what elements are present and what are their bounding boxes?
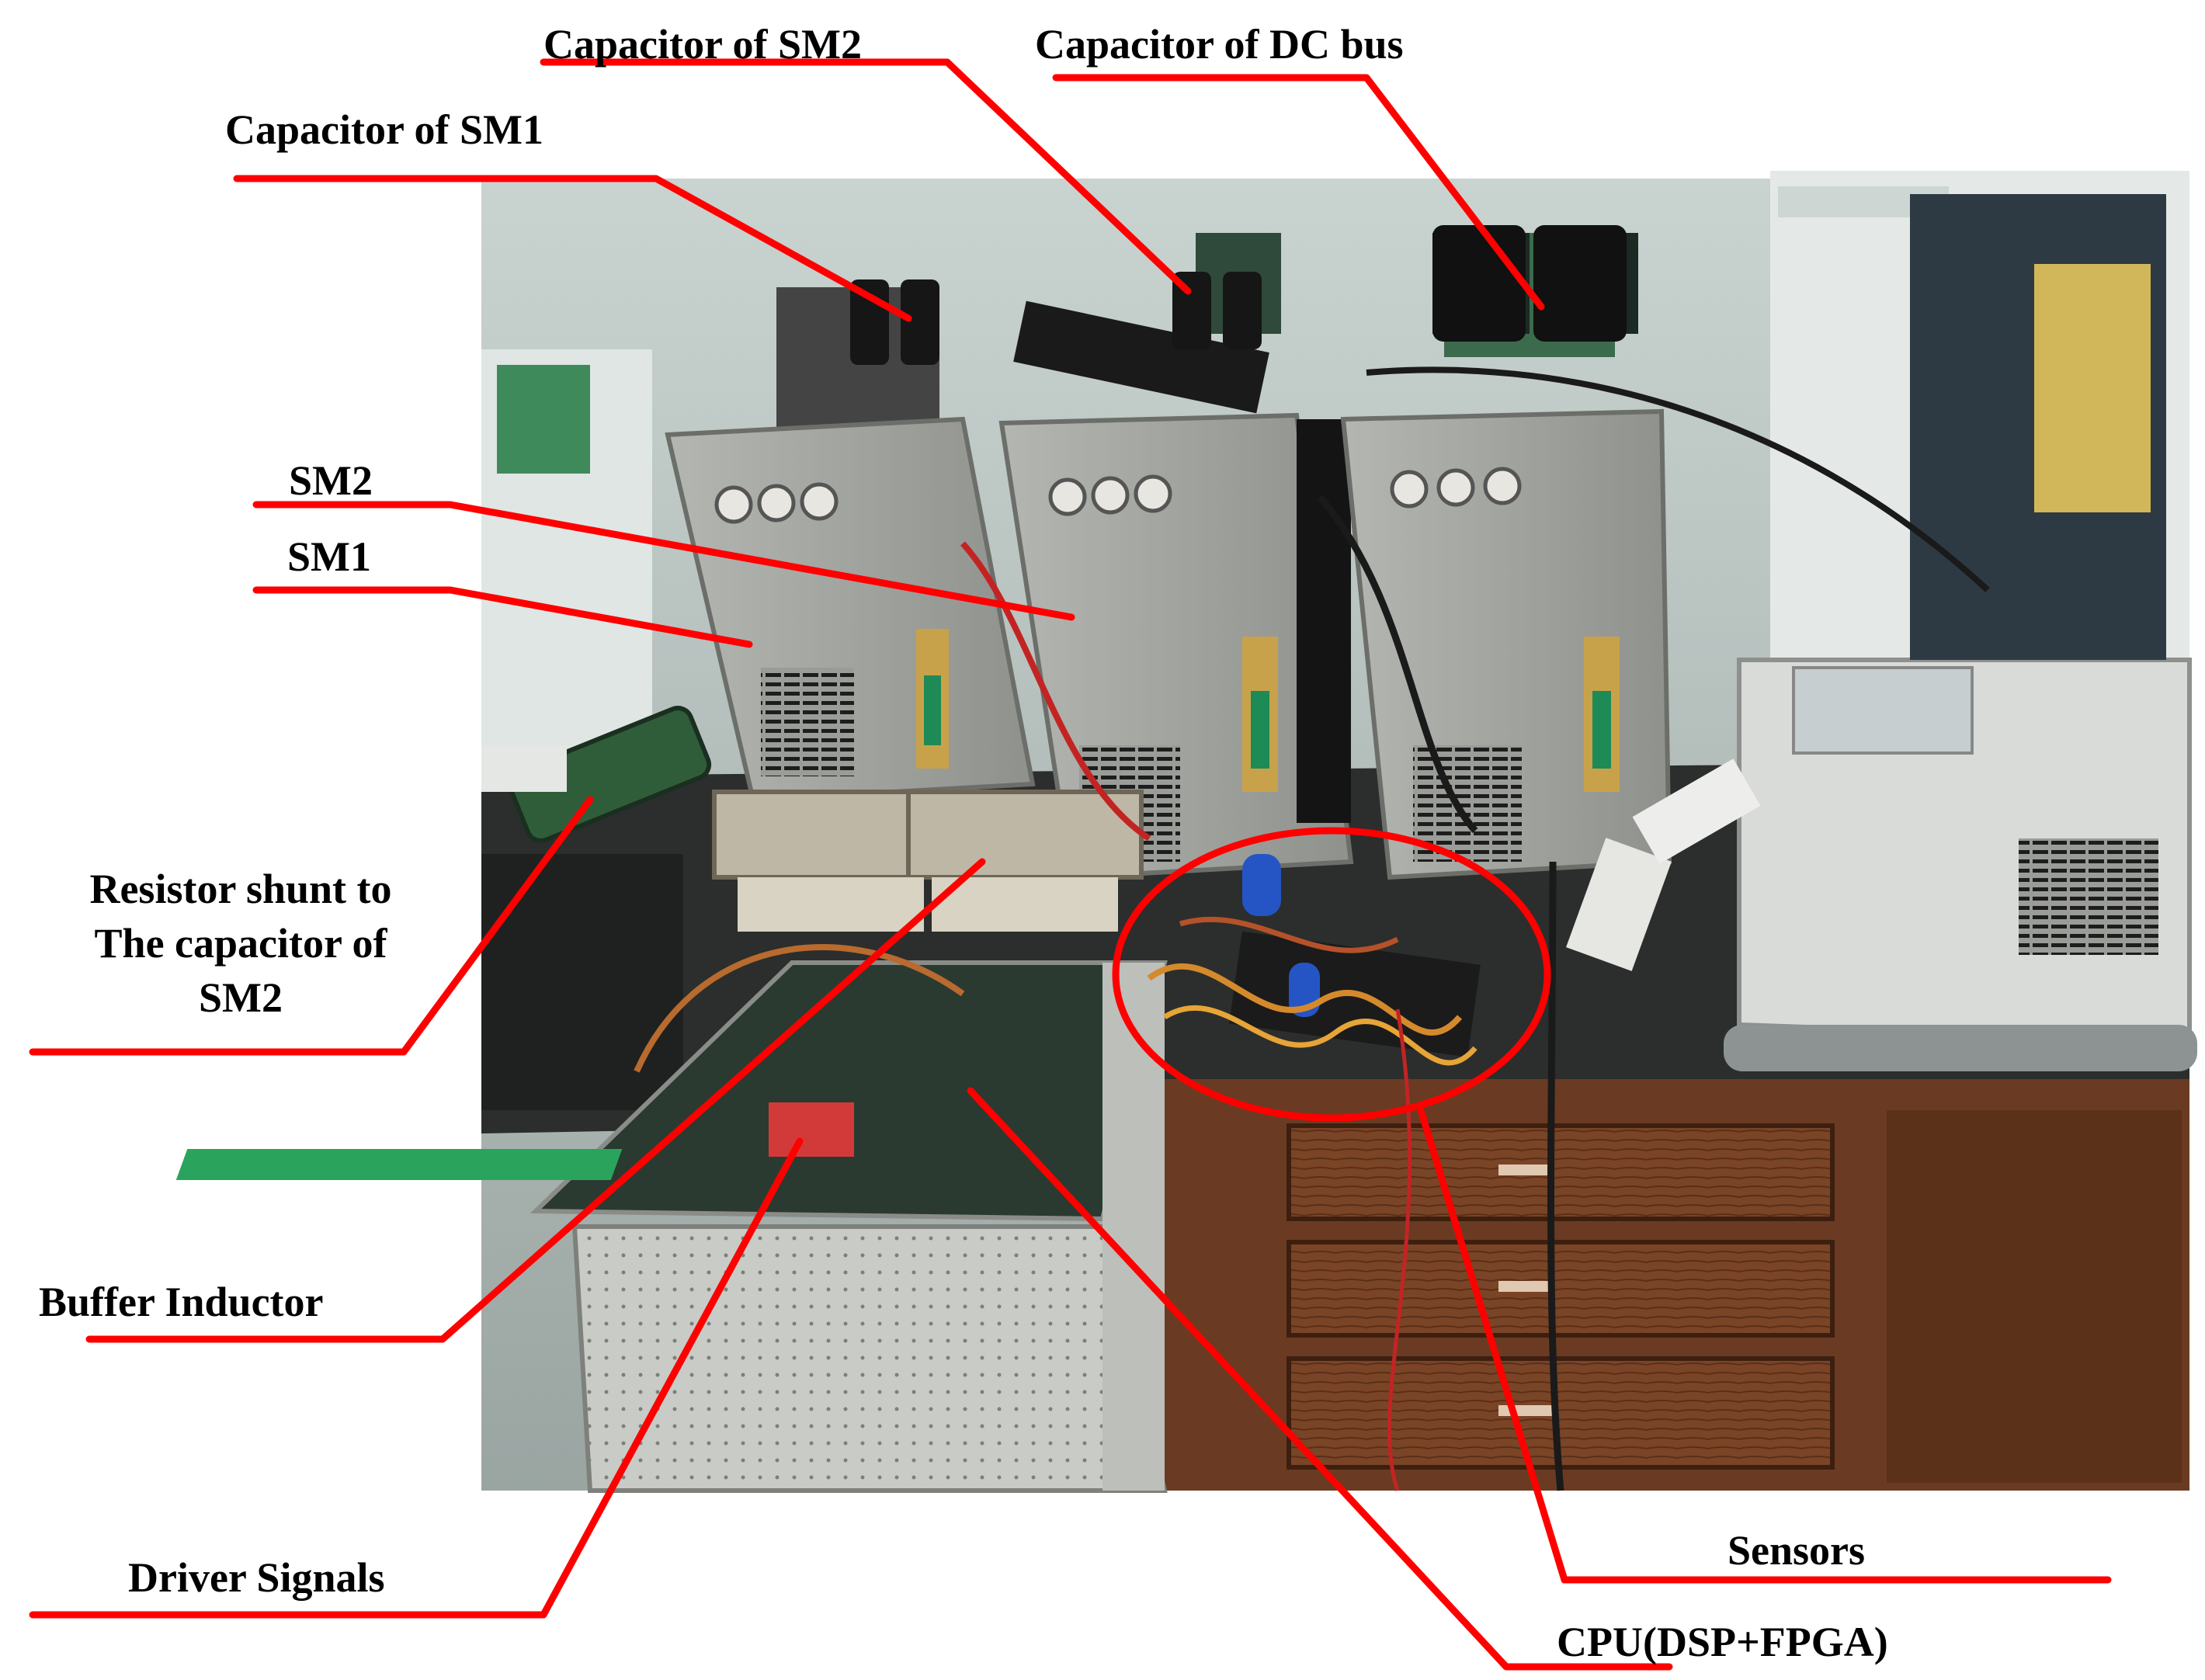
leader-sensors (1417, 1106, 2112, 1584)
label-resistor-shunt: Resistor shunt to The capacitor of SM2 (27, 862, 454, 1025)
buffer-inductor-cores (712, 790, 1144, 932)
capacitor-cans (850, 225, 1627, 365)
label-resistor-line-2: The capacitor of (94, 920, 387, 967)
leader-buffer-inductor (85, 858, 986, 1343)
leader-driver-signals (29, 1137, 804, 1619)
label-capacitor-sm2: Capacitor of SM2 (543, 21, 862, 68)
label-resistor-line-3: SM2 (199, 974, 283, 1021)
label-buffer-inductor: Buffer Inductor (39, 1279, 324, 1325)
leader-capacitor-dc-bus (1052, 74, 1545, 311)
controller-rack (175, 960, 1168, 1493)
leader-sm2 (252, 501, 1075, 621)
label-driver-signals: Driver Signals (128, 1554, 385, 1601)
leader-sm1 (252, 586, 753, 648)
label-capacitor-dc-bus: Capacitor of DC bus (1035, 21, 1404, 68)
label-resistor-line-1: Resistor shunt to (89, 866, 392, 912)
leader-resistor (29, 796, 594, 1056)
oscilloscope (1724, 194, 2197, 1071)
leader-capacitor-sm1 (233, 175, 912, 322)
leader-capacitor-sm2 (540, 58, 1192, 295)
label-sensors: Sensors (1728, 1527, 1866, 1574)
leader-cpu (967, 1087, 1673, 1671)
label-sm1: SM1 (287, 533, 371, 580)
callout-leaders (29, 58, 2112, 1671)
sensors-highlight-ring (1112, 827, 1551, 1122)
label-cpu: CPU(DSP+FPGA) (1557, 1619, 1888, 1665)
sensor-cluster-wiring (634, 366, 1990, 1491)
shunt-resistor (481, 706, 712, 843)
label-capacitor-sm1: Capacitor of SM1 (225, 106, 543, 153)
label-sm2: SM2 (289, 457, 373, 504)
wooden-drawer-cabinet (1149, 1079, 2189, 1491)
